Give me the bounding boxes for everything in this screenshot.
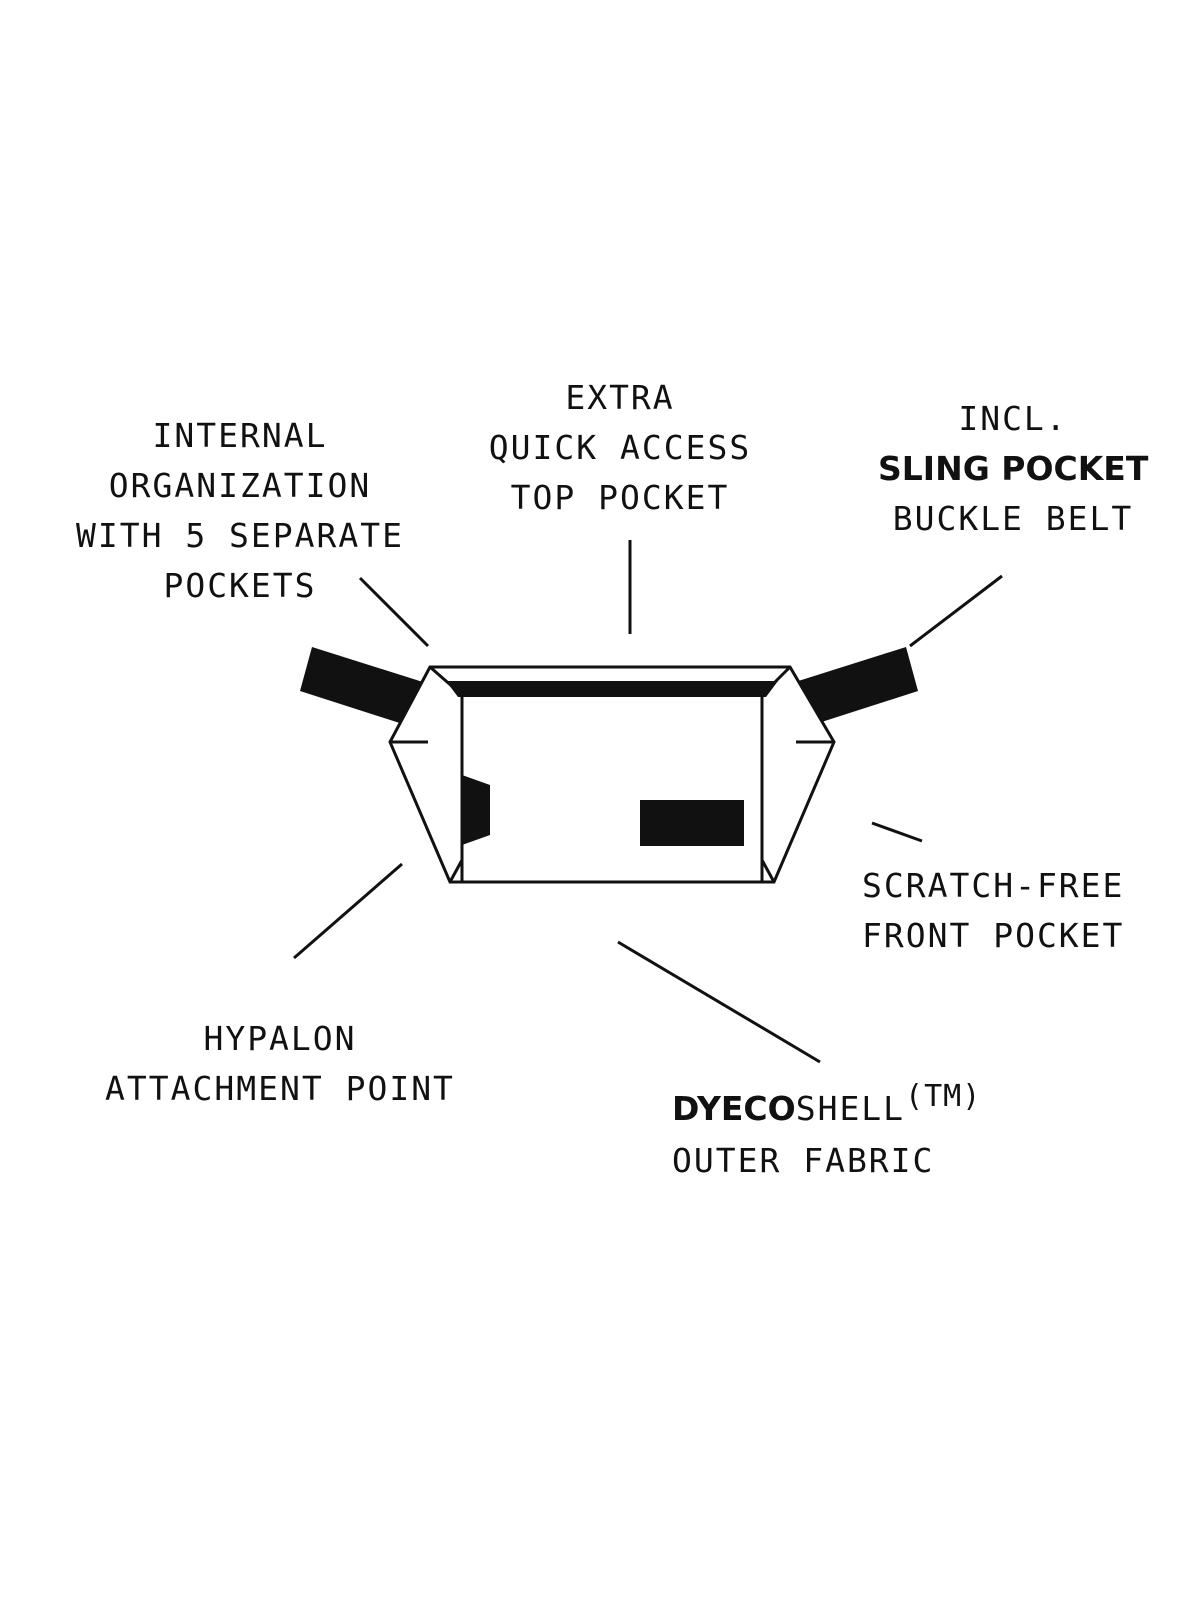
right-belt-strap	[792, 647, 918, 727]
internal-organization-label: INTERNAL ORGANIZATION WITH 5 SEPARATE PO…	[70, 411, 410, 611]
top-pocket-line-3: TOP POCKET	[510, 478, 730, 517]
left-side-edge-top	[429, 665, 463, 697]
leader-front-pocket	[871, 821, 923, 843]
outer-fabric-label: DYECOSHELL(TM) OUTER FABRIC	[672, 1079, 981, 1186]
leader-sling-pocket	[909, 574, 1003, 648]
right-side-edge-bottom	[760, 859, 776, 883]
sling-pocket-line-3: BUCKLE BELT	[892, 499, 1134, 538]
right-side-edge-top	[760, 665, 792, 697]
front-pocket-label: SCRATCH-FREE FRONT POCKET	[862, 861, 1124, 961]
leader-outer-fabric	[617, 940, 821, 1064]
internal-organizer-tab	[462, 775, 490, 845]
sling-pocket-line-1: INCL.	[958, 399, 1068, 438]
leader-hypalon	[293, 862, 403, 960]
hypalon-line-2: ATTACHMENT POINT	[105, 1069, 455, 1108]
front-panel	[460, 693, 764, 884]
left-side-edge-bottom	[448, 859, 464, 883]
top-pocket-band	[446, 681, 778, 697]
hypalon-line-1: HYPALON	[203, 1019, 357, 1058]
sling-pocket-label: INCL. SLING POCKET BUCKLE BELT	[878, 394, 1148, 544]
outer-fabric-brand-regular: SHELL	[795, 1089, 906, 1128]
internal-organization-line-2: ORGANIZATION	[108, 466, 372, 505]
top-pocket-label: EXTRA QUICK ACCESS TOP POCKET	[470, 373, 770, 523]
internal-organization-line-1: INTERNAL	[152, 416, 328, 455]
left-belt-strap	[300, 647, 426, 727]
internal-organization-line-4: POCKETS	[163, 566, 317, 605]
top-pocket-line-2: QUICK ACCESS	[488, 428, 752, 467]
outer-fabric-brand-bold: DYECO	[672, 1089, 796, 1128]
internal-organization-line-3: WITH 5 SEPARATE	[75, 516, 404, 555]
outer-fabric-trademark: (TM)	[905, 1079, 982, 1114]
outer-fabric-line-1: DYECOSHELL(TM)	[672, 1079, 981, 1136]
outer-fabric-line-2: OUTER FABRIC	[672, 1141, 935, 1180]
sling-pocket-line-2: SLING POCKET	[878, 449, 1149, 488]
top-pocket-line-1: EXTRA	[565, 378, 675, 417]
front-pocket-patch	[640, 800, 744, 846]
hypalon-label: HYPALON ATTACHMENT POINT	[90, 1014, 470, 1114]
front-pocket-line-2: FRONT POCKET	[862, 916, 1125, 955]
front-pocket-line-1: SCRATCH-FREE	[862, 866, 1125, 905]
leader-internal-organization	[358, 576, 430, 648]
